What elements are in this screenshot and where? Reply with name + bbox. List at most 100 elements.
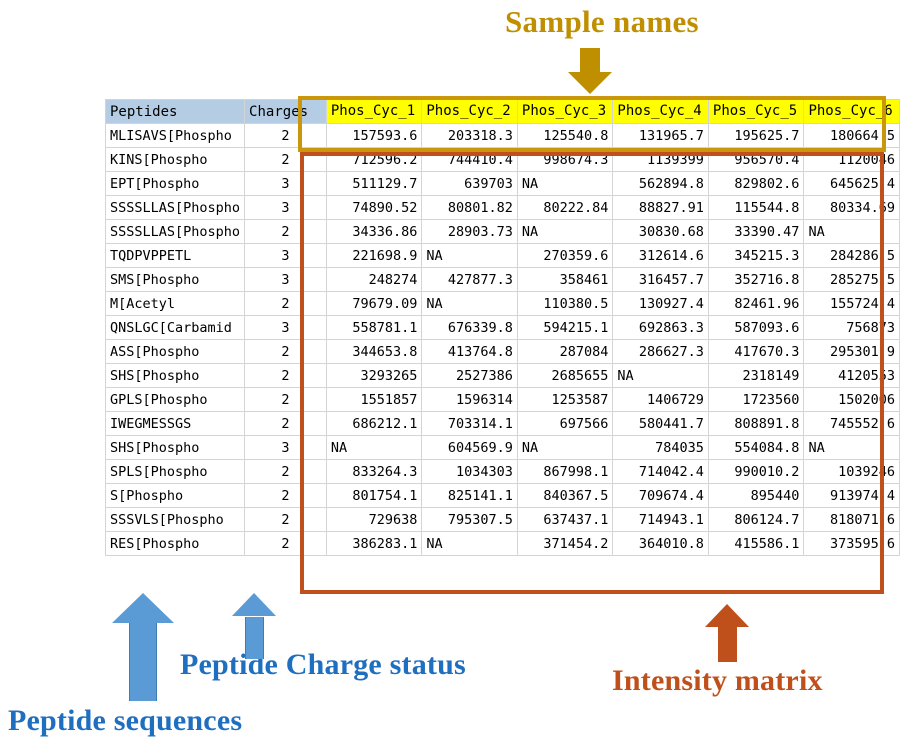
intensity-data-table[interactable]: Peptides Charges Phos_Cyc_1 Phos_Cyc_2 P… bbox=[104, 99, 900, 556]
cell-intensity[interactable]: 686212.1 bbox=[325, 411, 423, 436]
cell-intensity[interactable]: 697566 bbox=[516, 411, 614, 436]
cell-intensity[interactable]: 1139399 bbox=[612, 147, 709, 172]
cell-peptide[interactable]: SHS[Phospho bbox=[104, 435, 246, 460]
cell-intensity[interactable]: 990010.2 bbox=[707, 459, 805, 484]
cell-charge[interactable]: 2 bbox=[244, 507, 327, 532]
cell-intensity[interactable]: 587093.6 bbox=[707, 315, 805, 340]
cell-charge[interactable]: 2 bbox=[244, 123, 327, 148]
cell-intensity[interactable]: 270359.6 bbox=[516, 243, 614, 268]
cell-intensity[interactable]: 554084.8 bbox=[707, 435, 805, 460]
cell-intensity[interactable]: 386283.1 bbox=[325, 531, 423, 556]
cell-intensity[interactable]: 82461.96 bbox=[707, 291, 805, 316]
cell-peptide[interactable]: S[Phospho bbox=[104, 483, 246, 508]
cell-intensity[interactable]: 913974.4 bbox=[803, 483, 900, 508]
cell-intensity[interactable]: 2318149 bbox=[707, 363, 805, 388]
cell-peptide[interactable]: SPLS[Phospho bbox=[104, 459, 246, 484]
cell-peptide[interactable]: IWEGMESSGS bbox=[104, 411, 246, 436]
cell-intensity[interactable]: 344653.8 bbox=[325, 339, 423, 364]
cell-intensity[interactable]: 808891.8 bbox=[707, 411, 805, 436]
cell-charge[interactable]: 3 bbox=[244, 171, 327, 196]
cell-intensity[interactable]: 639703 bbox=[421, 171, 518, 196]
cell-intensity[interactable]: 221698.9 bbox=[325, 243, 423, 268]
cell-intensity[interactable]: 645625.4 bbox=[803, 171, 900, 196]
cell-intensity[interactable]: 80222.84 bbox=[516, 195, 614, 220]
column-header-sample-5[interactable]: Phos_Cyc_5 bbox=[707, 99, 805, 124]
cell-intensity[interactable]: 637437.1 bbox=[516, 507, 614, 532]
cell-intensity[interactable]: 80334.69 bbox=[803, 195, 900, 220]
cell-charge[interactable]: 2 bbox=[244, 147, 327, 172]
cell-intensity[interactable]: 956570.4 bbox=[707, 147, 805, 172]
cell-intensity[interactable]: 427877.3 bbox=[421, 267, 518, 292]
cell-peptide[interactable]: TQDPVPPETL bbox=[104, 243, 246, 268]
cell-intensity[interactable]: 74890.52 bbox=[325, 195, 423, 220]
column-header-sample-6[interactable]: Phos_Cyc_6 bbox=[803, 99, 900, 124]
cell-intensity[interactable]: 352716.8 bbox=[707, 267, 805, 292]
cell-intensity[interactable]: 30830.68 bbox=[612, 219, 709, 244]
cell-charge[interactable]: 2 bbox=[244, 291, 327, 316]
cell-intensity[interactable]: 33390.47 bbox=[707, 219, 805, 244]
cell-peptide[interactable]: SSSSLLAS[Phospho bbox=[104, 219, 246, 244]
cell-intensity[interactable]: 88827.91 bbox=[612, 195, 709, 220]
cell-intensity[interactable]: 3293265 bbox=[325, 363, 423, 388]
cell-intensity[interactable]: 895440 bbox=[707, 483, 805, 508]
cell-intensity[interactable]: 285275.5 bbox=[803, 267, 900, 292]
cell-intensity[interactable]: 784035 bbox=[612, 435, 709, 460]
cell-intensity[interactable]: 417670.3 bbox=[707, 339, 805, 364]
cell-intensity[interactable]: 703314.1 bbox=[421, 411, 518, 436]
cell-charge[interactable]: 2 bbox=[244, 411, 327, 436]
cell-intensity[interactable]: NA bbox=[516, 171, 614, 196]
cell-intensity[interactable]: 1039246 bbox=[803, 459, 900, 484]
cell-peptide[interactable]: M[Acetyl bbox=[104, 291, 246, 316]
cell-intensity[interactable]: 840367.5 bbox=[516, 483, 614, 508]
column-header-sample-4[interactable]: Phos_Cyc_4 bbox=[612, 99, 709, 124]
cell-intensity[interactable]: 28903.73 bbox=[421, 219, 518, 244]
cell-intensity[interactable]: NA bbox=[612, 363, 709, 388]
cell-intensity[interactable]: 284286.5 bbox=[803, 243, 900, 268]
cell-peptide[interactable]: SSSVLS[Phospho bbox=[104, 507, 246, 532]
cell-intensity[interactable]: 729638 bbox=[325, 507, 423, 532]
cell-intensity[interactable]: 833264.3 bbox=[325, 459, 423, 484]
cell-charge[interactable]: 3 bbox=[244, 267, 327, 292]
cell-peptide[interactable]: SHS[Phospho bbox=[104, 363, 246, 388]
cell-intensity[interactable]: 745552.6 bbox=[803, 411, 900, 436]
cell-intensity[interactable]: 413764.8 bbox=[421, 339, 518, 364]
cell-intensity[interactable]: 829802.6 bbox=[707, 171, 805, 196]
cell-intensity[interactable]: NA bbox=[421, 531, 518, 556]
cell-intensity[interactable]: 1120046 bbox=[803, 147, 900, 172]
cell-intensity[interactable]: 79679.09 bbox=[325, 291, 423, 316]
cell-intensity[interactable]: NA bbox=[803, 219, 900, 244]
cell-intensity[interactable]: NA bbox=[803, 435, 900, 460]
column-header-charges[interactable]: Charges bbox=[244, 99, 327, 124]
cell-intensity[interactable]: 130927.4 bbox=[612, 291, 709, 316]
cell-peptide[interactable]: QNSLGC[Carbamid bbox=[104, 315, 246, 340]
cell-intensity[interactable]: 867998.1 bbox=[516, 459, 614, 484]
cell-peptide[interactable]: GPLS[Phospho bbox=[104, 387, 246, 412]
cell-intensity[interactable]: 709674.4 bbox=[612, 483, 709, 508]
cell-intensity[interactable]: 1406729 bbox=[612, 387, 709, 412]
cell-intensity[interactable]: NA bbox=[516, 219, 614, 244]
cell-intensity[interactable]: 358461 bbox=[516, 267, 614, 292]
column-header-sample-1[interactable]: Phos_Cyc_1 bbox=[325, 99, 423, 124]
column-header-sample-3[interactable]: Phos_Cyc_3 bbox=[516, 99, 614, 124]
cell-charge[interactable]: 2 bbox=[244, 363, 327, 388]
cell-intensity[interactable]: 312614.6 bbox=[612, 243, 709, 268]
cell-intensity[interactable]: 712596.2 bbox=[325, 147, 423, 172]
cell-peptide[interactable]: KINS[Phospho bbox=[104, 147, 246, 172]
cell-intensity[interactable]: NA bbox=[325, 435, 423, 460]
cell-charge[interactable]: 2 bbox=[244, 339, 327, 364]
cell-intensity[interactable]: 511129.7 bbox=[325, 171, 423, 196]
cell-intensity[interactable]: 371454.2 bbox=[516, 531, 614, 556]
cell-intensity[interactable]: 415586.1 bbox=[707, 531, 805, 556]
cell-intensity[interactable]: 364010.8 bbox=[612, 531, 709, 556]
cell-intensity[interactable]: 580441.7 bbox=[612, 411, 709, 436]
cell-intensity[interactable]: 2527386 bbox=[421, 363, 518, 388]
cell-charge[interactable]: 2 bbox=[244, 483, 327, 508]
cell-intensity[interactable]: 714042.4 bbox=[612, 459, 709, 484]
